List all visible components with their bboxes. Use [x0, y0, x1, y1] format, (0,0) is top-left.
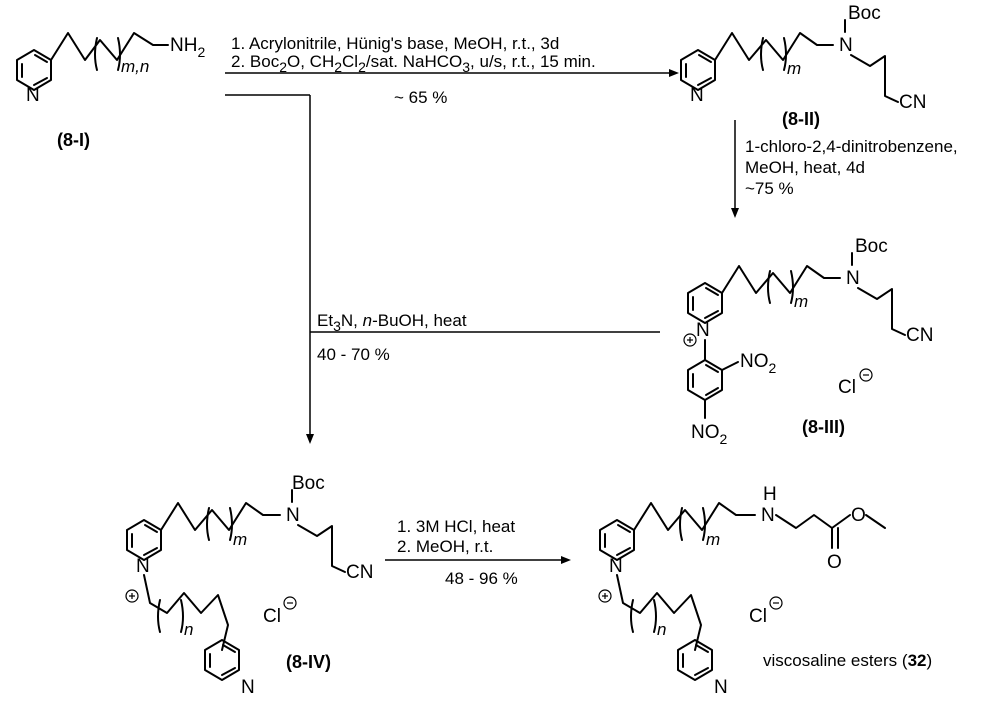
compound-8-IV: N m N Boc CN Cl n N (8-IV): [125, 473, 373, 698]
nitrile-group: CN: [906, 325, 933, 346]
compound-label: (8-IV): [286, 652, 331, 672]
negative-charge: [769, 596, 783, 610]
pyridine-nitrogen: N: [690, 85, 704, 106]
chain-subscript: m: [794, 292, 808, 311]
pyridinium-nitrogen: N: [609, 556, 623, 577]
yield-1: ~ 65 %: [394, 88, 447, 107]
chain-subscript: m,n: [121, 57, 149, 76]
nitrile-group: CN: [899, 92, 926, 113]
ester-oxygen: O: [851, 505, 866, 526]
chloride-counterion: Cl: [263, 606, 281, 627]
yield-2: ~75 %: [745, 179, 794, 198]
carbamate-nitrogen: N: [846, 268, 860, 289]
carbamate-nitrogen: N: [839, 35, 853, 56]
pyridine-nitrogen: N: [26, 85, 40, 106]
conditions-line-2: MeOH, heat, 4d: [745, 158, 865, 177]
conditions-line-1: 1. 3M HCl, heat: [397, 517, 515, 536]
compound-8-II: N m N Boc CN (8-II): [680, 3, 926, 129]
nitro-group: NO2: [740, 351, 777, 376]
compound-label: (8-III): [802, 417, 845, 437]
amine-NH2: NH2: [170, 35, 205, 60]
conditions-line-1: Et3N, n-BuOH, heat: [317, 311, 467, 334]
pyridinium-nitrogen: N: [136, 556, 150, 577]
compound-8-III: N m N Boc CN NO2 NO2 Cl (8-III): [683, 236, 933, 447]
reaction-arrow-2: 1-chloro-2,4-dinitrobenzene, MeOH, heat,…: [731, 120, 958, 218]
reaction-arrow-4: 1. 3M HCl, heat 2. MeOH, r.t. 48 - 96 %: [385, 517, 571, 588]
amine-hydrogen: H: [763, 484, 777, 505]
compound-label: (8-II): [782, 109, 820, 129]
chloride-counterion: Cl: [838, 377, 856, 398]
chain-subscript-n: n: [657, 620, 666, 639]
compound-32: N m N H O O Cl n N viscosaline esters (3…: [598, 484, 932, 698]
pyridine-nitrogen: N: [241, 677, 255, 698]
amine-nitrogen: N: [761, 505, 775, 526]
negative-charge: [859, 368, 873, 382]
carbonyl-oxygen: O: [827, 552, 842, 573]
yield-3: 40 - 70 %: [317, 345, 390, 364]
conditions-line-1: 1-chloro-2,4-dinitrobenzene,: [745, 137, 958, 156]
boc-group: Boc: [855, 236, 888, 257]
boc-group: Boc: [848, 3, 881, 24]
pyridinium-nitrogen: N: [696, 320, 710, 341]
conditions-line-1: 1. Acrylonitrile, Hünig's base, MeOH, r.…: [231, 34, 559, 53]
compound-label: (8-I): [57, 130, 90, 150]
negative-charge: [283, 596, 297, 610]
nitro-group: NO2: [691, 422, 728, 447]
yield-4: 48 - 96 %: [445, 569, 518, 588]
nitrile-group: CN: [346, 562, 373, 583]
reaction-arrow-1: 1. Acrylonitrile, Hünig's base, MeOH, r.…: [225, 34, 679, 107]
boc-group: Boc: [292, 473, 325, 494]
chain-subscript-m: m: [233, 530, 247, 549]
positive-charge: [125, 589, 139, 603]
chain-subscript: m: [787, 59, 801, 78]
positive-charge: [598, 589, 612, 603]
compound-8-I: N m,n NH2 (8-I): [16, 32, 205, 150]
conditions-line-2: 2. MeOH, r.t.: [397, 537, 493, 556]
compound-label: viscosaline esters (32): [763, 651, 932, 670]
positive-charge: [683, 333, 697, 347]
chloride-counterion: Cl: [749, 606, 767, 627]
chain-subscript-m: m: [706, 530, 720, 549]
pyridine-nitrogen: N: [714, 677, 728, 698]
chain-subscript-n: n: [184, 620, 193, 639]
conditions-line-2: 2. Boc2O, CH2Cl2/sat. NaHCO3, u/s, r.t.,…: [231, 52, 596, 75]
carbamate-nitrogen: N: [286, 505, 300, 526]
reaction-arrow-3: Et3N, n-BuOH, heat 40 - 70 %: [225, 94, 660, 444]
